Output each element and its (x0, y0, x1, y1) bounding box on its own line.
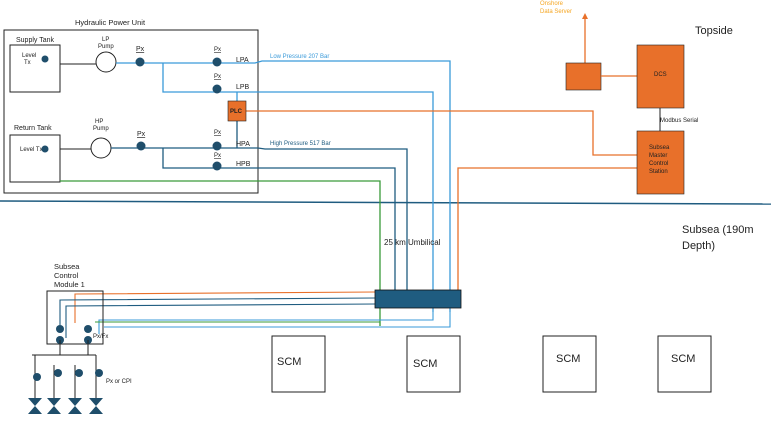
px-label-lpa: Px (214, 47, 221, 53)
topside-label: Topside (695, 25, 733, 37)
scm-box-2 (271, 335, 326, 393)
scm1-sensor-2 (84, 325, 92, 333)
px-cpi-label: Px or CPI (106, 379, 132, 385)
label-lpb: LPB (236, 84, 250, 91)
scm1-label-3: Module 1 (54, 280, 85, 289)
valve-2 (47, 398, 61, 414)
sea-surface-line (0, 200, 771, 205)
return-tank (9, 134, 61, 183)
smcs-label-3: Control (649, 161, 668, 167)
hp-pump-icon (90, 137, 112, 159)
high-pressure-annotation: High Pressure 517 Bar (270, 141, 331, 147)
umb-green-to-scm (95, 321, 381, 326)
px-label-lpb: Px (214, 74, 221, 80)
link-plc-smcs (246, 110, 637, 156)
return-tank-label: Return Tank (14, 125, 52, 132)
px-label-lp: Px (136, 46, 145, 53)
smcs-label-2: Master (649, 153, 667, 159)
px-sensor-lpb (212, 84, 222, 94)
pipe-lpb (162, 63, 434, 312)
onshore-label-2: Data Server (540, 9, 572, 15)
pipe-lpa (116, 60, 451, 312)
px-label-hpa: Px (214, 130, 221, 136)
umb-hpb-to-scm (65, 303, 376, 338)
dcs-box (636, 44, 685, 109)
level-tx-1-icon (41, 55, 49, 63)
scm-box-2-label: SCM (277, 356, 301, 368)
scm1-label-1: Subsea (54, 262, 80, 271)
smcs-box (636, 130, 685, 195)
plc-box (227, 100, 247, 122)
dcs-label: DCS (654, 72, 667, 78)
umb-orange-to-scm (74, 291, 376, 323)
scm-box-5-label: SCM (671, 353, 695, 365)
valve-3 (68, 398, 82, 414)
level-tx-1-line1: Level (22, 53, 36, 59)
hp-pump-label-1: HP (95, 119, 103, 125)
valve-4 (89, 398, 103, 414)
px-label-hp: Px (137, 131, 146, 138)
lp-pump-label-1: LP (102, 37, 109, 43)
px-fx-label: Px/Fx (93, 334, 108, 340)
low-pressure-annotation: Low Pressure 207 Bar (270, 54, 329, 60)
supply-tank (9, 44, 61, 93)
lp-pump-icon (95, 51, 117, 73)
level-tx-1-line2: Tx (24, 60, 31, 66)
valve-sensor-3 (75, 369, 83, 377)
subsea-label-2: Depth) (682, 240, 715, 252)
hp-pump-label-2: Pump (93, 126, 109, 132)
pipe-return-green (60, 180, 381, 326)
pipe-hpb (162, 148, 396, 292)
scm1-box (46, 290, 104, 345)
label-hpb: HPB (236, 161, 251, 168)
px-sensor-lpa (212, 57, 222, 67)
umb-lpb-to-scm (98, 312, 434, 334)
onshore-label-1: Onshore (540, 1, 564, 7)
modbus-label: Modbus Serial (660, 118, 698, 124)
umbilical-termination (374, 289, 462, 309)
smcs-label-4: Station (649, 169, 668, 175)
subsea-label-1: Subsea (190m (682, 224, 754, 236)
valve-sensor-4 (95, 369, 103, 377)
label-hpa: HPA (236, 141, 250, 148)
valve-sensor-1 (33, 373, 41, 381)
plc-label: PLC (230, 109, 243, 115)
scm-box-5 (657, 335, 712, 393)
umb-lpa-to-scm (104, 312, 451, 328)
scm-box-4-label: SCM (556, 353, 580, 365)
link-smcs-umbilical (457, 167, 637, 293)
px-sensor-hpa (212, 141, 222, 151)
px-sensor-hpb (212, 161, 222, 171)
umb-hpa-to-scm (59, 297, 376, 325)
level-tx-2-icon (41, 145, 49, 153)
hpu-title: Hydraulic Power Unit (75, 18, 146, 27)
label-lpa: LPA (236, 57, 249, 64)
valve-1 (28, 398, 42, 414)
scm1-sensor-1 (56, 325, 64, 333)
scm1-label-2: Control (54, 271, 79, 280)
level-tx-2-label: Level Tx (20, 147, 43, 153)
smcs-label-1: Subsea (649, 145, 670, 151)
px-sensor-hp (136, 141, 146, 151)
px-label-hpb: Px (214, 153, 221, 159)
onshore-arrow-head (582, 13, 588, 19)
lp-pump-label-2: Pump (98, 44, 114, 50)
supply-tank-label: Supply Tank (16, 37, 55, 44)
valve-sensor-2 (54, 369, 62, 377)
px-sensor-lp (135, 57, 145, 67)
scm-box-4 (542, 335, 597, 393)
pipe-hpa (111, 147, 408, 292)
data-server-box (565, 62, 602, 91)
scm-box-3-label: SCM (413, 358, 437, 370)
scm-box-3 (406, 335, 461, 393)
umbilical-label: 25 km Umbilical (384, 238, 441, 247)
